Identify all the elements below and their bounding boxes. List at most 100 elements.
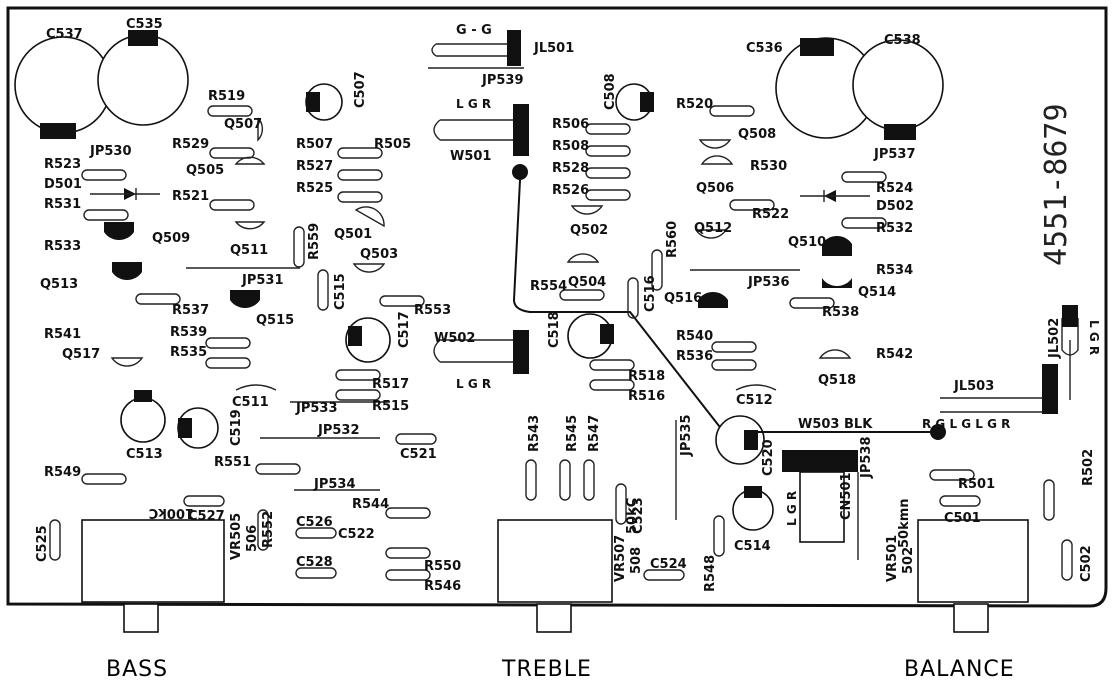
knob-labels: BASS TREBLE BALANCE	[106, 657, 1015, 681]
svg-text:R517: R517	[372, 377, 409, 392]
svg-text:R533: R533	[44, 239, 81, 254]
svg-text:JP535: JP535	[679, 414, 694, 457]
svg-text:C520: C520	[761, 439, 776, 476]
svg-text:506: 506	[245, 525, 260, 552]
svg-text:R549: R549	[44, 465, 81, 480]
svg-text:C514: C514	[734, 539, 771, 554]
svg-text:R520: R520	[676, 97, 713, 112]
svg-text:C528: C528	[296, 555, 333, 570]
svg-text:JP531: JP531	[241, 273, 284, 288]
svg-text:50kmn: 50kmn	[897, 498, 912, 548]
svg-text:L G R: L G R	[456, 377, 491, 391]
svg-text:JL503: JL503	[953, 379, 994, 394]
svg-text:JP537: JP537	[873, 147, 916, 162]
svg-text:CN501: CN501	[839, 472, 854, 520]
svg-text:Q506: Q506	[696, 181, 734, 196]
svg-text:JP533: JP533	[295, 401, 338, 416]
svg-text:R530: R530	[750, 159, 787, 174]
svg-text:R545: R545	[565, 415, 580, 452]
svg-text:JP530: JP530	[89, 144, 132, 159]
svg-text:R538: R538	[822, 305, 859, 320]
svg-text:C535: C535	[126, 17, 163, 32]
svg-text:R524: R524	[876, 181, 913, 196]
svg-text:C515: C515	[333, 273, 348, 310]
jumper-lines	[186, 267, 800, 520]
svg-text:R548: R548	[703, 555, 718, 592]
svg-text:VR501: VR501	[885, 535, 900, 582]
diode-d501	[90, 188, 160, 200]
svg-text:R542: R542	[876, 347, 913, 362]
svg-text:R531: R531	[44, 197, 81, 212]
svg-text:W501: W501	[450, 149, 491, 164]
svg-text:C518: C518	[547, 311, 562, 348]
svg-text:JP534: JP534	[313, 477, 356, 492]
svg-text:JP538: JP538	[859, 436, 874, 479]
svg-text:L G R: L G R	[1087, 320, 1101, 355]
wire-w501	[433, 104, 731, 441]
svg-text:C526: C526	[296, 515, 333, 530]
svg-text:Q515: Q515	[256, 313, 294, 328]
svg-text:C519: C519	[229, 409, 244, 446]
svg-text:C536: C536	[746, 41, 783, 56]
connector-cn501	[782, 450, 859, 560]
svg-text:R526: R526	[552, 183, 589, 198]
svg-text:C516: C516	[643, 275, 658, 312]
wire-w503	[715, 364, 1058, 465]
svg-text:C537: C537	[46, 27, 83, 42]
svg-text:R552: R552	[261, 511, 276, 548]
svg-text:Q505: Q505	[186, 163, 224, 178]
svg-text:R546: R546	[424, 579, 461, 594]
component-labels: C537 C535 C536 C538 G - G JL501 JP539 JP…	[35, 17, 1096, 594]
svg-text:G - G: G - G	[456, 23, 492, 38]
svg-text:R536: R536	[676, 349, 713, 364]
svg-text:L G R: L G R	[785, 491, 799, 526]
svg-text:C523: C523	[631, 497, 646, 534]
jumper-jl501	[428, 30, 524, 69]
svg-text:C522: C522	[338, 527, 375, 542]
svg-text:C508: C508	[603, 73, 618, 110]
svg-text:R523: R523	[44, 157, 81, 172]
knob-label-bass: BASS	[106, 657, 168, 681]
svg-text:R543: R543	[527, 415, 542, 452]
svg-text:R554: R554	[530, 279, 567, 294]
svg-text:Q504: Q504	[568, 275, 606, 290]
pot-vr501	[917, 519, 1029, 633]
svg-text:JP532: JP532	[317, 423, 360, 438]
svg-text:JL502: JL502	[1047, 318, 1062, 359]
svg-text:100kC: 100kC	[149, 505, 194, 520]
svg-text:Q518: Q518	[818, 373, 856, 388]
svg-text:R535: R535	[170, 345, 207, 360]
transistors	[110, 117, 852, 391]
svg-text:R527: R527	[296, 159, 333, 174]
svg-text:508: 508	[629, 547, 644, 574]
svg-text:R529: R529	[172, 137, 209, 152]
svg-text:VR505: VR505	[229, 513, 244, 560]
board-text: 100kC 50kC 50kmn W503 BLK L G R L G R L …	[149, 97, 1101, 548]
svg-text:R553: R553	[414, 303, 451, 318]
svg-text:4551-8679: 4551-8679	[1039, 103, 1074, 266]
resistors	[49, 105, 1073, 581]
svg-text:R550: R550	[424, 559, 461, 574]
knob-label-balance: BALANCE	[904, 657, 1015, 681]
svg-text:L G R: L G R	[456, 97, 491, 111]
svg-text:Q503: Q503	[360, 247, 398, 262]
svg-text:R508: R508	[552, 139, 589, 154]
svg-text:JL501: JL501	[533, 41, 574, 56]
svg-text:Q511: Q511	[230, 243, 268, 258]
diode-d502	[800, 190, 870, 202]
svg-text:C512: C512	[736, 393, 773, 408]
svg-text:R525: R525	[296, 181, 333, 196]
svg-text:R560: R560	[665, 221, 680, 258]
svg-text:VR507: VR507	[613, 535, 628, 582]
svg-text:R532: R532	[876, 221, 913, 236]
svg-text:R522: R522	[752, 207, 789, 222]
svg-text:C513: C513	[126, 447, 163, 462]
svg-text:Q502: Q502	[570, 223, 608, 238]
capacitor-c536	[775, 37, 944, 140]
svg-text:50kC: 50kC	[625, 498, 640, 534]
knob-label-treble: TREBLE	[501, 657, 592, 681]
svg-text:R505: R505	[374, 137, 411, 152]
svg-text:D502: D502	[876, 199, 914, 214]
svg-text:R551: R551	[214, 455, 251, 470]
